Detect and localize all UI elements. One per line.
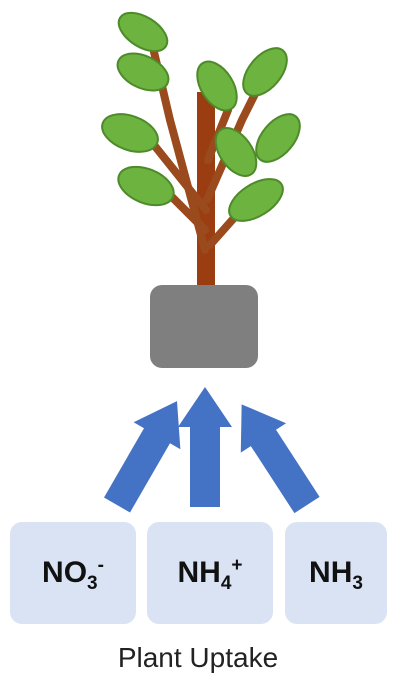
uptake-arrow-icon [178, 387, 232, 507]
ammonium-formula: NH4+ [177, 556, 242, 590]
pot-icon [150, 285, 258, 368]
ammonia-box: NH3 [285, 522, 387, 624]
diagram-caption: Plant Uptake [0, 642, 396, 674]
nitrate-formula: NO3- [42, 556, 104, 590]
leaf-icon [112, 5, 174, 59]
uptake-arrows [94, 387, 330, 520]
leaf-icon [97, 107, 163, 159]
uptake-arrow-icon [94, 388, 201, 519]
nitrate-box: NO3- [10, 522, 136, 624]
leaf-icon [235, 40, 296, 103]
uptake-arrow-icon [219, 390, 330, 520]
ammonium-box: NH4+ [147, 522, 273, 624]
ammonia-formula: NH3 [309, 556, 363, 590]
